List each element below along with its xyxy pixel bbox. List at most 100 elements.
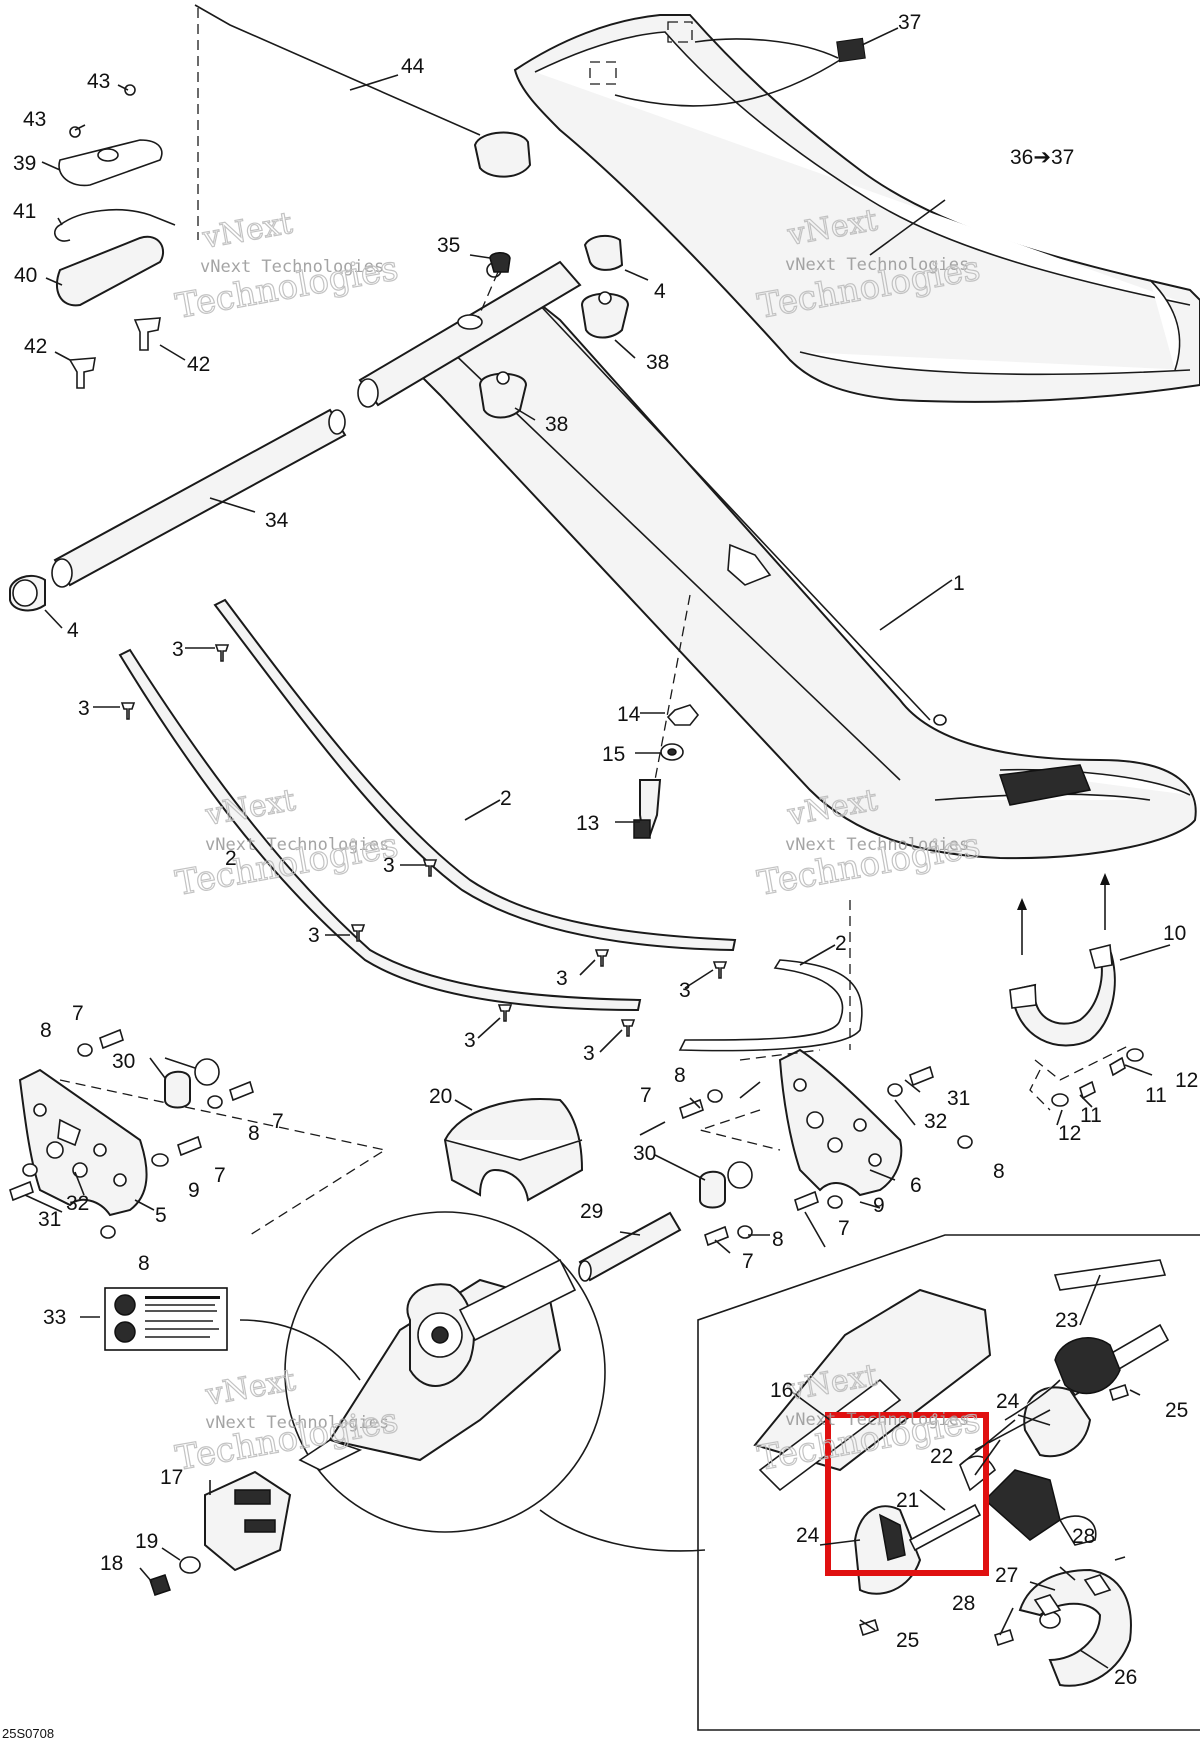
highlight-box [825, 1412, 989, 1576]
leader-lines [24, 27, 1171, 1669]
bushings [164, 1058, 753, 1209]
watermark-text: vNext Technologies [205, 835, 389, 855]
stud-assembly [633, 594, 700, 839]
callout-20: 20 [429, 1085, 452, 1108]
callout-28: 28 [952, 1592, 975, 1615]
callout-36-to-37: 36➔37 [1010, 146, 1074, 169]
front-bracket [1009, 873, 1144, 1111]
watermark-text: vNext Technologies [785, 255, 969, 275]
callout-15: 15 [602, 743, 625, 766]
callout-1: 1 [953, 572, 965, 595]
callout-2: 2 [500, 787, 512, 810]
callout-43: 43 [23, 108, 46, 131]
callout-9: 9 [873, 1194, 885, 1217]
pivot-pin [578, 1211, 682, 1282]
callout-labels: 1 2 2 2 3 3 3 3 3 3 3 3 4 4 5 6 7 7 7 7 … [13, 11, 1198, 1689]
callout-31: 31 [38, 1208, 61, 1231]
callout-3: 3 [583, 1042, 595, 1065]
callout-26: 26 [1114, 1666, 1137, 1689]
callout-23: 23 [1055, 1309, 1078, 1332]
callout-14: 14 [617, 703, 641, 726]
callout-37: 37 [898, 11, 921, 34]
callout-4: 4 [654, 280, 666, 303]
end-cap [149, 1470, 292, 1596]
callout-38: 38 [646, 351, 669, 374]
callout-38: 38 [545, 413, 568, 436]
callout-24: 24 [996, 1390, 1020, 1413]
pin-21 [908, 1503, 982, 1552]
callout-3: 3 [308, 924, 320, 947]
callout-18: 18 [100, 1552, 123, 1575]
callout-7: 7 [640, 1084, 652, 1107]
callout-13: 13 [576, 812, 599, 835]
callout-3: 3 [679, 979, 691, 1002]
callout-31: 31 [947, 1087, 970, 1110]
callout-25: 25 [896, 1629, 919, 1652]
runners [118, 598, 863, 1052]
callout-11: 11 [1080, 1104, 1102, 1127]
callout-32: 32 [66, 1192, 89, 1215]
callout-12: 12 [1058, 1122, 1081, 1145]
watermark-text: vNext Technologies [200, 257, 384, 277]
callout-27: 27 [995, 1564, 1018, 1587]
callout-44: 44 [401, 55, 425, 78]
callout-8: 8 [772, 1228, 784, 1251]
callout-5: 5 [155, 1204, 167, 1227]
callout-39: 39 [13, 152, 36, 175]
drawing-code: 25S0708 [2, 1726, 54, 1741]
callout-7: 7 [742, 1250, 754, 1273]
pivot-bracket-left [18, 1068, 387, 1236]
callout-3: 3 [464, 1029, 476, 1052]
clip [477, 252, 511, 319]
top-left-hardware [54, 4, 532, 389]
callout-8: 8 [248, 1122, 260, 1145]
callout-32: 32 [924, 1110, 947, 1133]
callout-42: 42 [187, 353, 210, 376]
wear-shim [443, 1098, 584, 1202]
callout-8: 8 [40, 1019, 52, 1042]
callout-19: 19 [135, 1530, 158, 1553]
callout-8: 8 [993, 1160, 1005, 1183]
bumper-pads [478, 262, 630, 419]
callout-33: 33 [43, 1306, 66, 1329]
callout-8: 8 [138, 1252, 150, 1275]
callout-7: 7 [838, 1217, 850, 1240]
warning-decal [104, 1287, 228, 1351]
cross-tube [9, 234, 624, 612]
callout-3: 3 [172, 638, 184, 661]
callout-12: 12 [1175, 1069, 1198, 1092]
callout-17: 17 [160, 1466, 183, 1489]
callout-10: 10 [1163, 922, 1186, 945]
watermark-text: vNext Technologies [205, 1413, 389, 1433]
watermark-text: vNext Technologies [785, 1410, 969, 1430]
callout-35: 35 [437, 234, 460, 257]
pivot-bracket-right [697, 900, 903, 1197]
watermark-text: vNext [199, 206, 295, 256]
callout-2: 2 [835, 932, 847, 955]
watermark-text: vNext Technologies [785, 835, 969, 855]
callout-43: 43 [87, 70, 110, 93]
runner-bolts [120, 644, 728, 1037]
callout-25: 25 [1165, 1399, 1188, 1422]
callout-29: 29 [580, 1200, 603, 1223]
callout-11: 11 [1145, 1084, 1167, 1107]
seat-cover [513, 14, 1200, 403]
callout-3: 3 [78, 697, 90, 720]
callout-3: 3 [383, 854, 395, 877]
callout-21: 21 [896, 1489, 919, 1512]
callout-4: 4 [67, 619, 79, 642]
callout-7: 7 [272, 1110, 284, 1133]
callout-16: 16 [770, 1379, 793, 1402]
callout-7: 7 [72, 1002, 84, 1025]
callout-40: 40 [14, 264, 37, 287]
callout-24: 24 [796, 1524, 820, 1547]
callout-28: 28 [1072, 1525, 1095, 1548]
hub-detail-circle [239, 1211, 706, 1552]
callout-30: 30 [633, 1142, 656, 1165]
callout-6: 6 [910, 1174, 922, 1197]
callout-34: 34 [265, 509, 289, 532]
callout-7: 7 [214, 1164, 226, 1187]
inset-box [697, 1234, 1200, 1731]
watermark-text: vNext [202, 1363, 298, 1413]
